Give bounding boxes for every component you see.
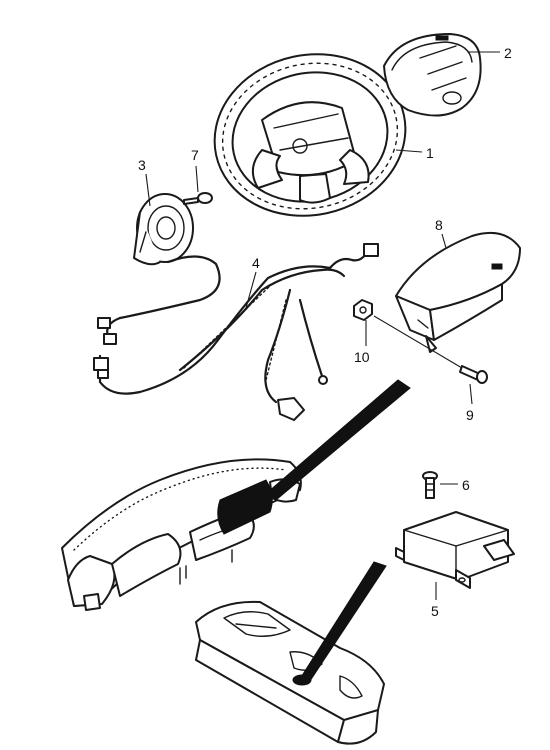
- steering-wheel-airbag-module: [383, 33, 482, 117]
- callout-3: 3: [138, 157, 146, 173]
- callout-1: 1: [426, 145, 434, 161]
- callout-9: 9: [466, 407, 474, 423]
- callout-8: 8: [435, 217, 443, 233]
- leader-lines: [145, 51, 500, 600]
- callout-10: 10: [354, 349, 370, 365]
- clock-spring-contact: [133, 193, 194, 266]
- bolt-part-9: [459, 365, 488, 384]
- callout-7: 7: [191, 147, 199, 163]
- callout-4: 4: [252, 255, 260, 271]
- bolt-part-6: [422, 471, 438, 499]
- callout-2: 2: [504, 45, 512, 61]
- bolt-part-7: [183, 192, 213, 205]
- wiring-harness: [93, 243, 379, 421]
- instrument-panel: [61, 379, 411, 611]
- steering-wheel: [213, 53, 407, 217]
- sensing-diagnostic-module: [395, 511, 515, 589]
- callout-labels: 1 2 3 4 5 6 7 8 9 10: [138, 45, 512, 619]
- nut-part-10: [353, 299, 373, 321]
- callout-6: 6: [462, 477, 470, 493]
- callout-5: 5: [431, 603, 439, 619]
- passenger-airbag-module: [395, 232, 521, 353]
- center-console: [195, 561, 387, 745]
